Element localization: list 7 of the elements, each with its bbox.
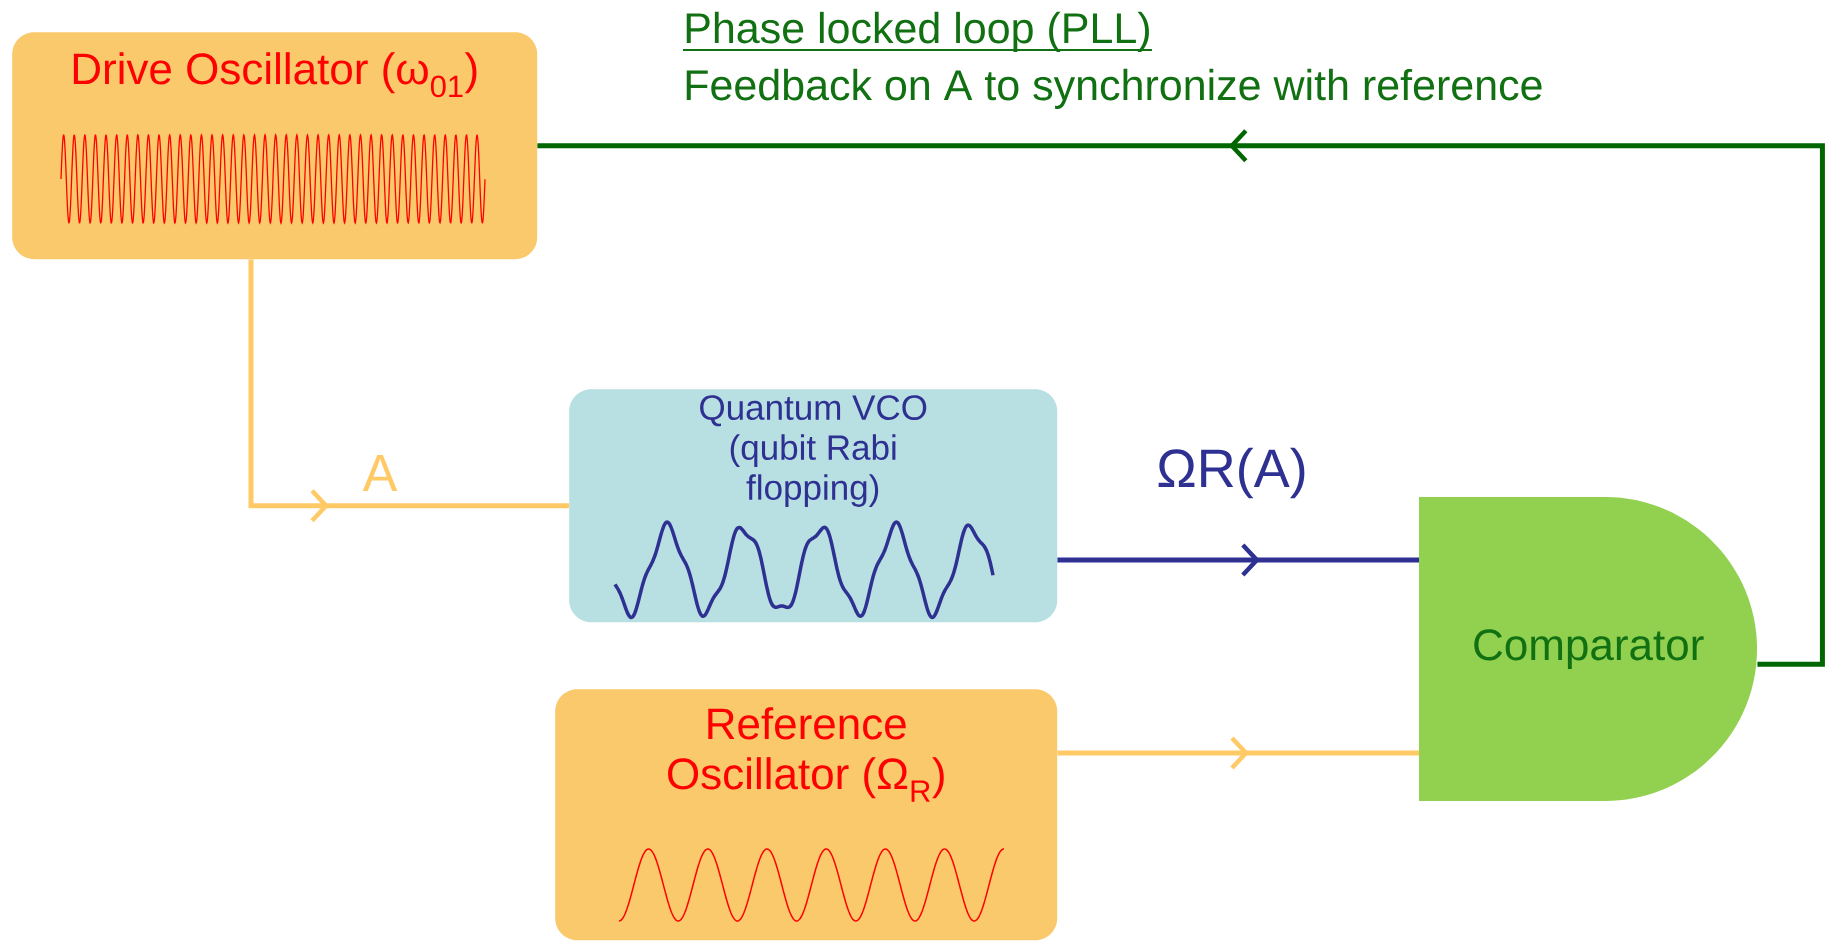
oscillator-box: Reference Oscillator (Ω$_{R}$) bbox=[555, 689, 1058, 941]
title: Phase locked loop (PLL) bbox=[682, 11, 1153, 52]
oscillator-box: Drive Oscillator (ω$_{01}$) bbox=[12, 32, 538, 260]
vco-box: Quantum VCO (qubit Rabi flopping) bbox=[569, 389, 1058, 623]
note: Feedback on A to synchronize with reference bbox=[686, 68, 1542, 109]
edge-label: A bbox=[362, 455, 398, 491]
edge-label: ΩR(A) bbox=[1158, 447, 1305, 499]
